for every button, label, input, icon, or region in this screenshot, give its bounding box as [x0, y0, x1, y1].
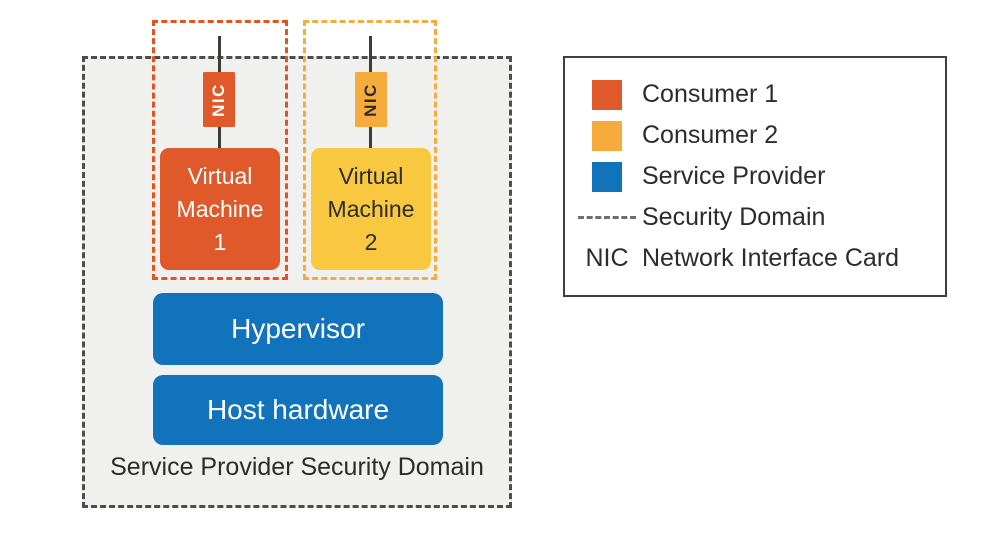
consumer2-swatch	[592, 120, 622, 151]
host-hardware-label: Host hardware	[206, 394, 390, 425]
legend-row-security-domain: Security Domain	[575, 197, 945, 238]
legend-row-consumer1: Consumer 1	[575, 74, 945, 115]
vm1-nic-box: NIC	[203, 72, 235, 127]
nic-abbreviation: NIC	[585, 244, 629, 272]
legend-label: Service Provider	[642, 162, 826, 190]
dashed-line-sample	[578, 216, 636, 219]
legend-label: Consumer 2	[642, 121, 779, 149]
vm2-label-line: Virtual	[338, 162, 404, 189]
legend-box: Consumer 1 Consumer 2 Service Provider S…	[563, 56, 947, 297]
vm1-label-line: Machine	[176, 195, 264, 222]
virtual-machine-2-box: Virtual Machine 2	[311, 148, 431, 270]
hypervisor-label: Hypervisor	[231, 313, 365, 344]
consumer1-security-domain-box	[152, 20, 288, 280]
legend-label: Security Domain	[642, 203, 826, 231]
consumer1-swatch	[592, 79, 622, 110]
vm2-nic-box: NIC	[355, 72, 387, 127]
hypervisor-box: Hypervisor	[153, 293, 443, 365]
vm2-label-line: Machine	[327, 195, 415, 222]
legend-label: Consumer 1	[642, 80, 779, 108]
vm2-nic-label: NIC	[361, 82, 380, 117]
vm1-label-line: Virtual	[187, 162, 253, 189]
host-hardware-box: Host hardware	[153, 375, 443, 445]
virtual-machine-1-box: Virtual Machine 1	[160, 148, 280, 270]
legend-label: Network Interface Card	[642, 244, 900, 272]
legend-row-nic: NIC Network Interface Card	[575, 238, 945, 279]
consumer2-security-domain-box	[303, 20, 437, 280]
vm2-label-line: 2	[364, 228, 378, 255]
vm1-nic-label: NIC	[209, 82, 228, 117]
service-provider-swatch	[592, 161, 622, 192]
legend-row-service-provider: Service Provider	[575, 156, 945, 197]
vm1-label-line: 1	[213, 228, 227, 255]
legend-row-consumer2: Consumer 2	[575, 115, 945, 156]
provider-domain-caption: Service Provider Security Domain	[110, 453, 484, 481]
